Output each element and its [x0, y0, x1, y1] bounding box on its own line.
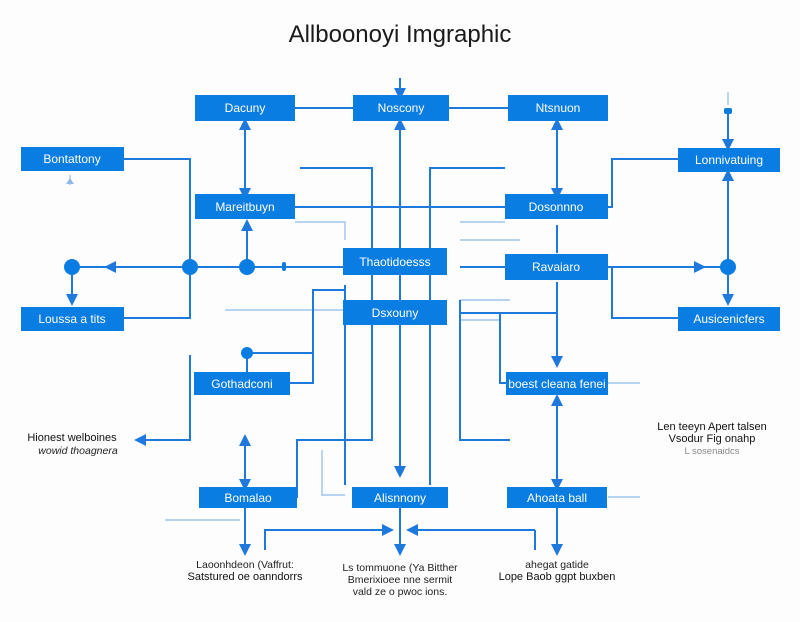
note-line: Hionest welboines — [27, 432, 117, 444]
note-line: Bmerixioee nne sermit — [348, 574, 453, 586]
box-label: Ntsnuon — [536, 101, 581, 115]
note-line: Vsodur Fig onahp — [669, 433, 756, 445]
box-label: boest cleana fenei — [508, 377, 605, 391]
box-bottom-right[interactable]: Ahoata ball — [507, 487, 607, 508]
note-line: Laoonhdeon (Vaffrut: — [196, 559, 294, 571]
box-right-middle[interactable]: Ravaiaro — [505, 254, 608, 280]
note-line: L sosenaidcs — [684, 446, 739, 457]
note-left: Hionest welboines wowid thoagnera — [27, 432, 117, 457]
box-top-left[interactable]: Dacuny — [195, 95, 295, 121]
junction-node — [239, 259, 255, 275]
note-bottom-center: Ls tommuone (Ya Bitther Bmerixioee nne s… — [342, 562, 458, 598]
note-bottom-left: Laoonhdeon (Vaffrut: Satstured oe oanndo… — [188, 559, 303, 583]
box-far-left-bottom[interactable]: Loussa a tits — [21, 307, 124, 331]
note-line: Satstured oe oanndorrs — [188, 571, 303, 583]
box-label: Dacuny — [225, 101, 266, 115]
note-line: vald ze o pwoc ions. — [353, 586, 448, 598]
note-line: ahegat gatide — [525, 559, 589, 571]
box-far-right-top[interactable]: Lonnivatuing — [678, 148, 780, 172]
connector-cap — [724, 108, 732, 114]
box-far-left-top[interactable]: Bontattony — [21, 147, 124, 171]
box-bottom-left[interactable]: Bomalao — [199, 487, 297, 508]
box-center-lower[interactable]: Dsxouny — [343, 300, 447, 325]
box-label: Lonnivatuing — [695, 153, 763, 167]
box-mid-left[interactable]: Mareitbuyn — [195, 194, 295, 219]
small-arrow-icon — [66, 178, 74, 184]
box-top-center[interactable]: Noscony — [353, 95, 449, 121]
box-left-lower[interactable]: Gothadconi — [194, 372, 290, 395]
box-label: Ravaiaro — [532, 260, 580, 274]
box-label: Noscony — [378, 101, 425, 115]
note-bottom-right: ahegat gatide Lope Baob ggpt buxben — [499, 559, 616, 583]
box-label: Thaotidoesss — [359, 255, 430, 269]
box-far-right-bottom[interactable]: Ausicenicfers — [678, 307, 780, 331]
box-label: Loussa a tits — [38, 312, 105, 326]
box-label: Alisnnony — [374, 491, 426, 505]
junction-node — [720, 259, 736, 275]
junction-node — [241, 347, 253, 359]
box-mid-right[interactable]: Dosonnno — [505, 194, 608, 219]
note-right: Len teeyn Apert talsen Vsodur Fig onahp … — [657, 421, 766, 457]
note-line: wowid thoagnera — [38, 445, 118, 457]
box-center-upper[interactable]: Thaotidoesss — [343, 248, 447, 275]
box-label: Dosonnno — [529, 200, 584, 214]
note-line: Len teeyn Apert talsen — [657, 421, 766, 433]
note-line: Ls tommuone (Ya Bitther — [342, 562, 458, 574]
box-label: Gothadconi — [211, 377, 272, 391]
box-top-right[interactable]: Ntsnuon — [508, 95, 608, 121]
box-label: Dsxouny — [372, 306, 419, 320]
junction-node — [182, 259, 198, 275]
diagram-title: Allboonoyi Imgraphic — [289, 21, 512, 48]
box-label: Ausicenicfers — [693, 312, 764, 326]
box-label: Mareitbuyn — [215, 200, 274, 214]
box-label: Bontattony — [43, 152, 100, 166]
junction-node — [64, 259, 80, 275]
box-right-lower[interactable]: boest cleana fenei — [506, 372, 608, 395]
note-line: Lope Baob ggpt buxben — [499, 571, 616, 583]
box-label: Bomalao — [224, 491, 272, 505]
junction-nodes — [64, 108, 736, 359]
connector-tick — [282, 262, 286, 271]
box-bottom-center[interactable]: Alisnnony — [352, 487, 448, 508]
box-label: Ahoata ball — [527, 491, 587, 505]
